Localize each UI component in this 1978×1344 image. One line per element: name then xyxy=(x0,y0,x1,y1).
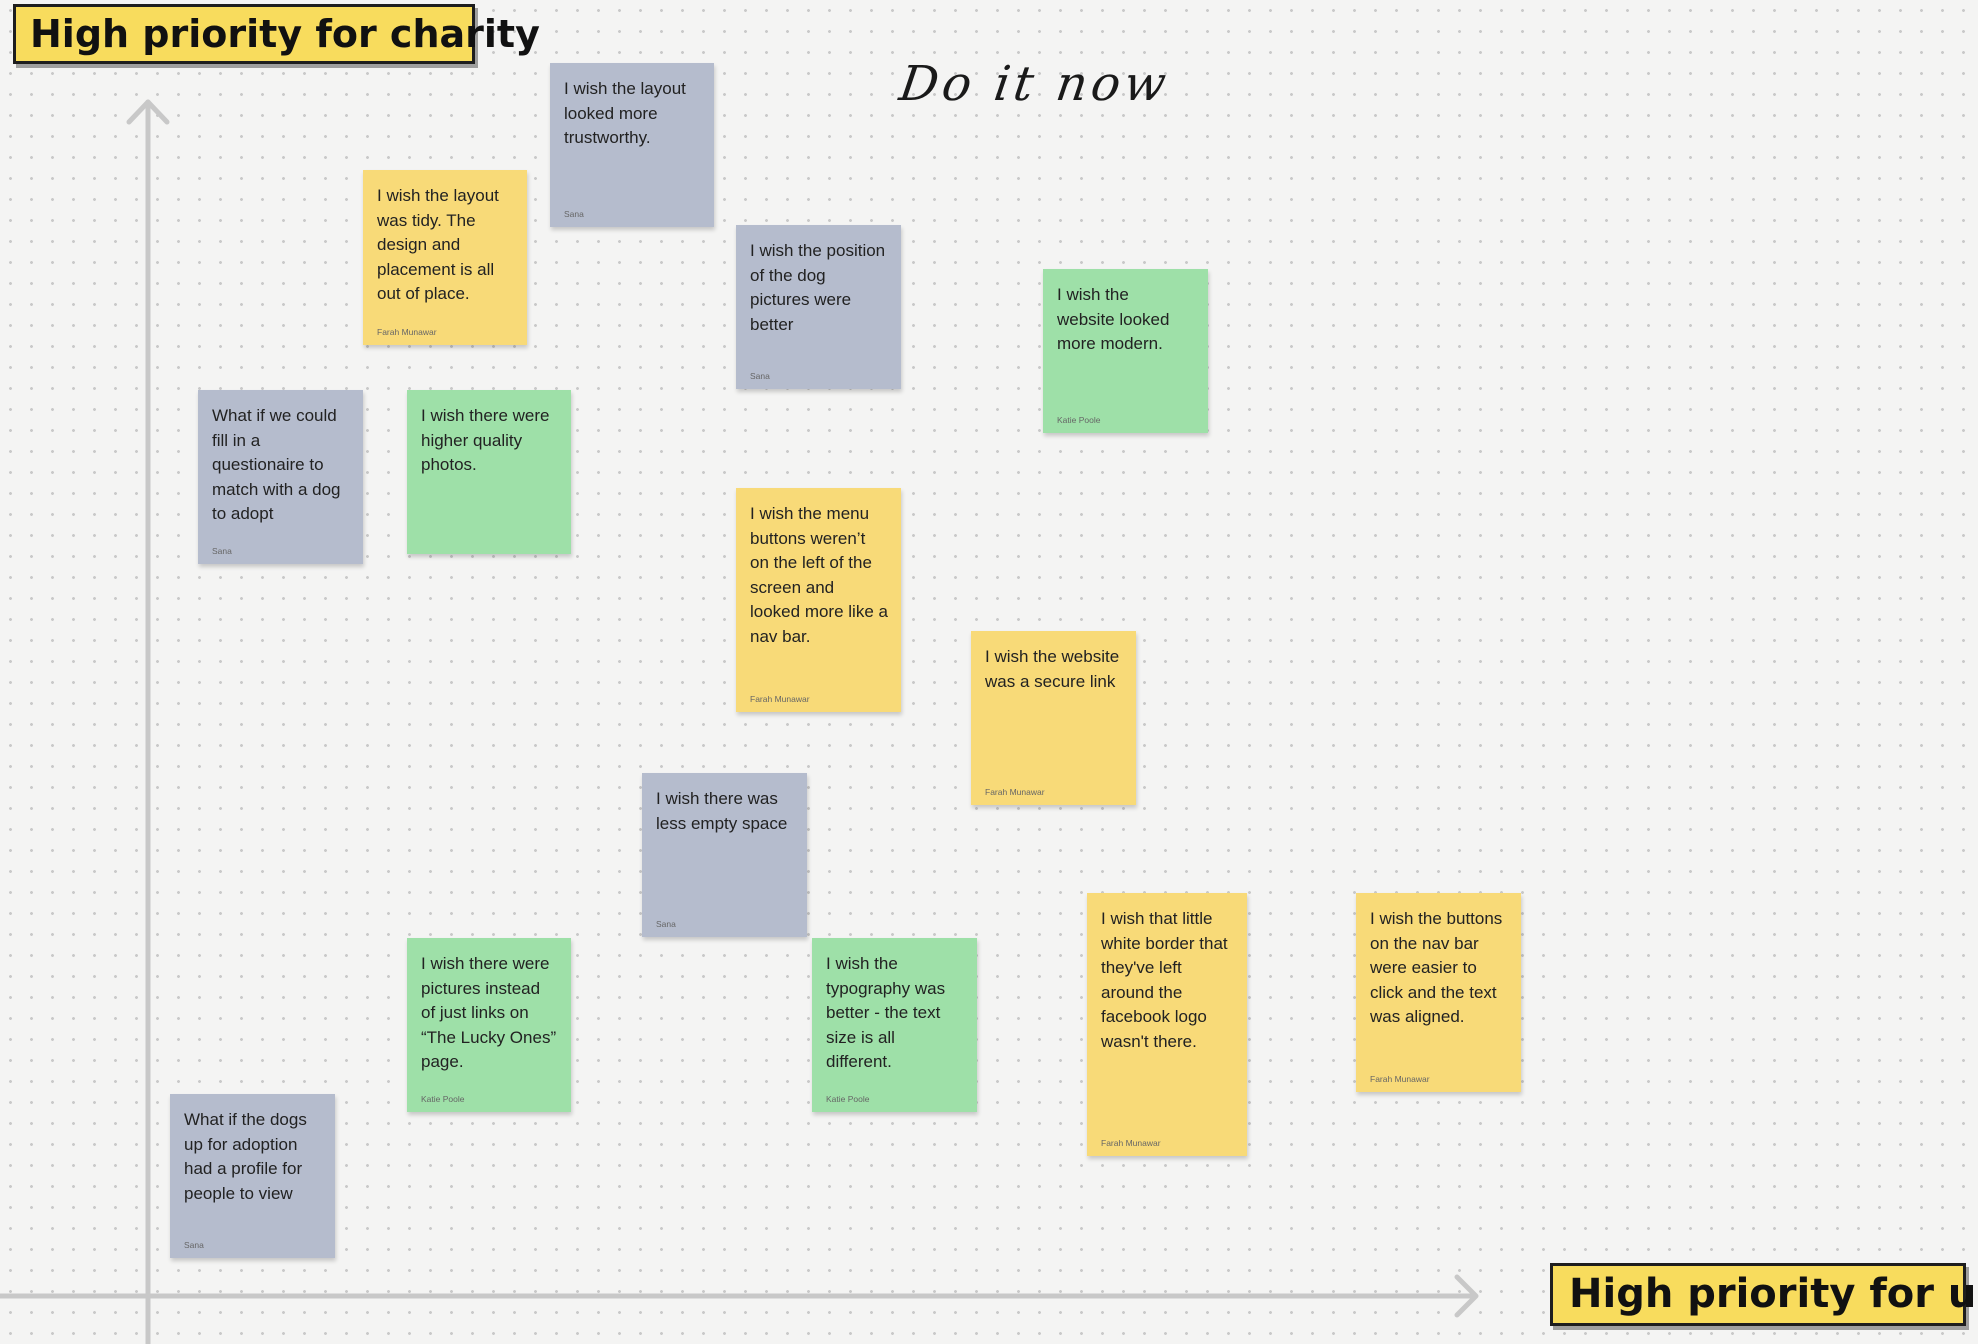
note-text: I wish there were higher quality photos. xyxy=(421,406,550,475)
note-author: Sana xyxy=(212,546,232,556)
note-author: Farah Munawar xyxy=(750,694,810,704)
note-author: Farah Munawar xyxy=(985,787,1045,797)
note-author: Farah Munawar xyxy=(1101,1138,1161,1148)
note-text: What if the dogs up for adoption had a p… xyxy=(184,1110,307,1203)
sticky-note[interactable]: I wish there were pictures instead of ju… xyxy=(407,938,571,1112)
note-text: I wish the position of the dog pictures … xyxy=(750,241,886,334)
note-author: Katie Poole xyxy=(826,1094,870,1104)
note-author: Sana xyxy=(750,371,770,381)
note-author: Katie Poole xyxy=(421,1094,465,1104)
sticky-note[interactable]: I wish the website was a secure link Far… xyxy=(971,631,1136,805)
note-text: I wish the website looked more modern. xyxy=(1057,285,1170,354)
note-text: I wish the website was a secure link xyxy=(985,647,1120,691)
x-axis-arrowhead xyxy=(1454,1274,1479,1318)
sticky-note[interactable]: What if the dogs up for adoption had a p… xyxy=(170,1094,335,1258)
sticky-note[interactable]: I wish the layout looked more trustworth… xyxy=(550,63,714,227)
sticky-note[interactable]: I wish there was less empty space Sana xyxy=(642,773,807,937)
note-text: I wish the typography was better - the t… xyxy=(826,954,946,1072)
note-text: I wish there were pictures instead of ju… xyxy=(421,954,557,1072)
do-it-now-heading[interactable]: Do it now xyxy=(896,56,1174,112)
note-author: Sana xyxy=(184,1240,204,1250)
sticky-note[interactable]: I wish the website looked more modern. K… xyxy=(1043,269,1208,433)
note-text: What if we could fill in a questionaire … xyxy=(212,406,341,524)
note-author: Farah Munawar xyxy=(377,327,437,337)
x-axis-label[interactable]: High priority for user xyxy=(1550,1263,1978,1326)
note-text: I wish the layout was tidy. The design a… xyxy=(377,186,499,304)
sticky-note[interactable]: I wish there were higher quality photos. xyxy=(407,390,571,554)
note-text: I wish that little white border that the… xyxy=(1101,909,1228,1051)
sticky-note[interactable]: I wish the menu buttons weren’t on the l… xyxy=(736,488,901,712)
sticky-note[interactable]: What if we could fill in a questionaire … xyxy=(198,390,363,564)
sticky-note[interactable]: I wish the layout was tidy. The design a… xyxy=(363,170,527,345)
note-text: I wish there was less empty space xyxy=(656,789,788,833)
note-text: I wish the menu buttons weren’t on the l… xyxy=(750,504,888,646)
note-text: I wish the buttons on the nav bar were e… xyxy=(1370,909,1503,1027)
y-axis-label[interactable]: High priority for charity xyxy=(13,4,540,64)
note-author: Sana xyxy=(564,209,584,219)
sticky-note[interactable]: I wish the position of the dog pictures … xyxy=(736,225,901,389)
y-axis-arrowhead xyxy=(126,99,170,125)
note-author: Katie Poole xyxy=(1057,415,1101,425)
sticky-note[interactable]: I wish the buttons on the nav bar were e… xyxy=(1356,893,1521,1092)
note-author: Sana xyxy=(656,919,676,929)
sticky-note[interactable]: I wish that little white border that the… xyxy=(1087,893,1247,1156)
note-text: I wish the layout looked more trustworth… xyxy=(564,79,686,148)
sticky-note[interactable]: I wish the typography was better - the t… xyxy=(812,938,977,1112)
note-author: Farah Munawar xyxy=(1370,1074,1430,1084)
